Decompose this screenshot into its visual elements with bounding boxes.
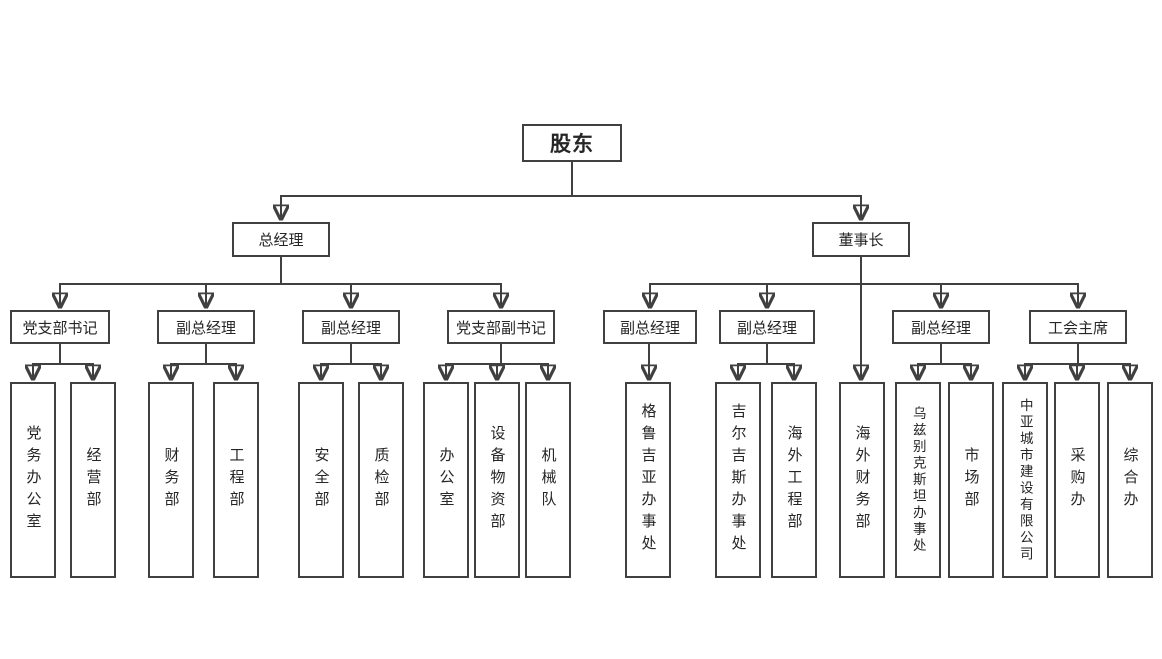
node-union-chairman: 工会主席 bbox=[1029, 310, 1127, 344]
node-label: 总经理 bbox=[258, 232, 304, 249]
node-label: 市场部 bbox=[962, 447, 980, 513]
node-dept-machinery-team: 机械队 bbox=[525, 382, 571, 578]
node-label: 办公室 bbox=[437, 447, 455, 513]
node-label: 设备物资部 bbox=[488, 425, 506, 535]
node-dept-office: 办公室 bbox=[423, 382, 469, 578]
node-label: 党支部副书记 bbox=[455, 319, 546, 337]
node-dept-equipment-materials: 设备物资部 bbox=[474, 382, 520, 578]
node-label: 格鲁吉亚办事处 bbox=[639, 403, 657, 557]
node-label: 副总经理 bbox=[175, 319, 236, 337]
node-dept-engineering: 工程部 bbox=[213, 382, 259, 578]
node-label: 党务办公室 bbox=[24, 425, 42, 535]
node-dept-uzbekistan-office: 乌兹别克斯坦办事处 bbox=[895, 382, 941, 578]
node-dept-general-office: 综合办 bbox=[1107, 382, 1153, 578]
node-label: 乌兹别克斯坦办事处 bbox=[910, 405, 926, 555]
node-dept-party-affairs-office: 党务办公室 bbox=[10, 382, 56, 578]
node-label: 副总经理 bbox=[320, 319, 381, 337]
node-dept-overseas-finance: 海外财务部 bbox=[839, 382, 885, 578]
node-label: 安全部 bbox=[312, 447, 330, 513]
node-label: 中亚城市建设有限公司 bbox=[1017, 397, 1033, 563]
node-dept-quality-inspection: 质检部 bbox=[358, 382, 404, 578]
node-deputy-gm-1: 副总经理 bbox=[157, 310, 255, 344]
node-label: 综合办 bbox=[1121, 447, 1139, 513]
node-label: 股东 bbox=[550, 133, 594, 156]
node-dept-finance: 财务部 bbox=[148, 382, 194, 578]
node-label: 董事长 bbox=[838, 232, 884, 249]
node-label: 副总经理 bbox=[910, 319, 971, 337]
node-label: 经营部 bbox=[84, 447, 102, 513]
node-chairman: 董事长 bbox=[812, 222, 910, 257]
connector-chairman-to-managers bbox=[649, 257, 1079, 379]
node-party-branch-secretary: 党支部书记 bbox=[10, 310, 110, 344]
connector-managers-to-departments bbox=[32, 344, 1131, 379]
node-dept-safety: 安全部 bbox=[298, 382, 344, 578]
node-label: 党支部书记 bbox=[22, 319, 98, 337]
node-deputy-gm-3: 副总经理 bbox=[603, 310, 697, 344]
node-dept-procurement-office: 采购办 bbox=[1054, 382, 1100, 578]
node-deputy-gm-5: 副总经理 bbox=[892, 310, 990, 344]
node-label: 海外工程部 bbox=[785, 425, 803, 535]
node-deputy-gm-4: 副总经理 bbox=[719, 310, 815, 344]
connector-gm-to-managers bbox=[59, 257, 502, 307]
node-label: 副总经理 bbox=[736, 319, 797, 337]
node-deputy-party-branch-secretary: 党支部副书记 bbox=[447, 310, 555, 344]
node-label: 采购办 bbox=[1068, 447, 1086, 513]
node-general-manager: 总经理 bbox=[232, 222, 330, 257]
node-dept-operations: 经营部 bbox=[70, 382, 116, 578]
node-label: 机械队 bbox=[539, 447, 557, 513]
node-dept-marketing: 市场部 bbox=[948, 382, 994, 578]
node-label: 吉尔吉斯办事处 bbox=[729, 403, 747, 557]
node-label: 财务部 bbox=[162, 447, 180, 513]
node-label: 工程部 bbox=[227, 447, 245, 513]
node-label: 工会主席 bbox=[1047, 319, 1108, 337]
connector-root-to-heads bbox=[280, 162, 862, 219]
node-deputy-gm-2: 副总经理 bbox=[302, 310, 400, 344]
node-dept-georgia-office: 格鲁吉亚办事处 bbox=[625, 382, 671, 578]
node-label: 副总经理 bbox=[619, 319, 680, 337]
node-label: 海外财务部 bbox=[853, 425, 871, 535]
node-dept-central-asia-construction-co: 中亚城市建设有限公司 bbox=[1002, 382, 1048, 578]
node-label: 质检部 bbox=[372, 447, 390, 513]
node-dept-kyrgyzstan-office: 吉尔吉斯办事处 bbox=[715, 382, 761, 578]
node-dept-overseas-engineering: 海外工程部 bbox=[771, 382, 817, 578]
node-shareholder: 股东 bbox=[522, 124, 622, 162]
